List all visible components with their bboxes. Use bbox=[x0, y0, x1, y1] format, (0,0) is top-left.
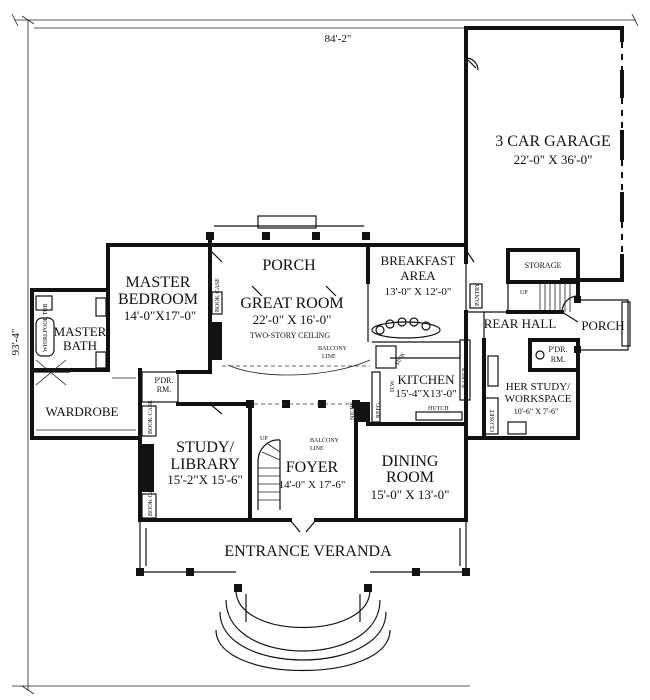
book-case-mid-label: BOOK CASE bbox=[148, 400, 154, 434]
dw-label: D.W. bbox=[390, 379, 396, 392]
entrance-veranda: ENTRANCE VERANDA bbox=[136, 520, 470, 671]
rear-stair: UP bbox=[520, 282, 571, 312]
pdr-right-2: RM. bbox=[551, 355, 565, 364]
master-bath-name-1: MASTER bbox=[54, 324, 107, 339]
study-name-1: STUDY/ bbox=[176, 439, 234, 456]
master-bedroom-name-1: MASTER bbox=[126, 274, 191, 291]
wardrobe: WARDROBE bbox=[30, 368, 142, 440]
great-room: BOOK CASE GREAT ROOM 22'-0" X 16'-0" TWO… bbox=[208, 278, 371, 376]
closet-label: CLOSET bbox=[490, 409, 496, 432]
dining-name-2: ROOM bbox=[386, 469, 434, 486]
veranda-name: ENTRANCE VERANDA bbox=[224, 543, 392, 560]
her-study-name-1: HER STUDY/ bbox=[506, 381, 571, 393]
foyer-size: 14'-0" X 17'-6" bbox=[279, 479, 346, 491]
closet: CLOSET bbox=[483, 397, 527, 435]
foyer-name: FOYER bbox=[286, 459, 339, 476]
garage: 3 CAR GARAGE 22'-0" X 36'-0" bbox=[464, 26, 625, 282]
overall-width-dimension: 84'-2" bbox=[11, 13, 639, 46]
rear-hall: REAR HALL bbox=[484, 280, 580, 331]
master-bath-name-2: BATH bbox=[63, 338, 97, 353]
back-porch: PORCH bbox=[206, 215, 370, 284]
breakfast-size: 13'-0" X 12'-0" bbox=[385, 286, 452, 298]
wardrobe-name: WARDROBE bbox=[46, 404, 119, 419]
garage-size: 22'-0" X 36'-0" bbox=[514, 152, 593, 167]
pdr-left-1: P'DR. bbox=[154, 376, 173, 385]
rear-hall-name: REAR HALL bbox=[484, 316, 557, 331]
master-bedroom-name-2: BEDROOM bbox=[118, 291, 198, 308]
garage-doors bbox=[619, 42, 625, 254]
refg-label: REFG. bbox=[376, 401, 382, 418]
powder-room-right: P'DR. RM. bbox=[528, 338, 580, 372]
balcony-line-foyer-1: BALCONY bbox=[310, 438, 340, 444]
entrance-steps bbox=[215, 589, 391, 671]
overall-depth-dimension: 93'-4" bbox=[10, 15, 622, 695]
pantry-label: PANTRY bbox=[475, 282, 481, 306]
range-label: RANGE bbox=[462, 367, 468, 388]
balcony-line-foyer-2: LINE bbox=[310, 446, 324, 452]
kitchen-size: 15'-4"X13'-0" bbox=[395, 388, 456, 400]
breakfast-area: BREAKFAST AREA 13'-0" X 12'-0" bbox=[366, 243, 508, 339]
great-room-note: TWO-STORY CEILING bbox=[250, 331, 330, 340]
dining-name-1: DINING bbox=[382, 453, 439, 470]
powder-room-left: P'DR. RM. bbox=[141, 371, 179, 403]
master-bedroom: MASTER BEDROOM 14'-0"X17'-0" bbox=[106, 243, 223, 372]
pdr-left-2: RM. bbox=[157, 385, 171, 394]
interior-walls bbox=[176, 282, 580, 440]
study-library: BOOK CASE BOOK CASE STUDY/ LIBRARY 15'-2… bbox=[138, 400, 252, 522]
side-porch: PORCH bbox=[574, 296, 631, 353]
study-size: 15'-2"X 15'-6" bbox=[167, 472, 243, 487]
whirlpool-tub-label: WHIRLPOOL TUB bbox=[43, 304, 49, 353]
storage-area: STORAGE UP PANTRY bbox=[469, 248, 580, 312]
main-stair-up-label: UP bbox=[260, 436, 268, 442]
book-case-bottom-label: BOOK CASE bbox=[148, 482, 154, 516]
rear-stair-up-label: UP bbox=[520, 290, 528, 296]
back-porch-name: PORCH bbox=[262, 257, 316, 274]
her-study-size: 10'-6" X 7'-6" bbox=[514, 407, 559, 416]
great-room-size: 22'-0" X 16'-0" bbox=[253, 312, 332, 327]
garage-name: 3 CAR GARAGE bbox=[495, 133, 611, 150]
hutch-label: HUTCH bbox=[428, 406, 449, 412]
dining-room: DINING ROOM 15'-0" X 13'-0" bbox=[354, 402, 468, 522]
niche-label: NICHE bbox=[350, 401, 356, 420]
book-case-top-label: BOOK CASE bbox=[215, 278, 221, 312]
main-stair: UP bbox=[257, 436, 281, 510]
great-room-name: GREAT ROOM bbox=[240, 295, 343, 312]
foyer: UP BALCONY LINE FOYER 14'-0" X 17'-6" bbox=[246, 400, 360, 533]
kitchen: SINK D.W. REFG. RANGE HUTCH KITCHEN 15'-… bbox=[371, 310, 471, 423]
overall-width-label: 84'-2" bbox=[325, 33, 352, 45]
overall-depth-label: 93'-4" bbox=[10, 329, 22, 356]
side-porch-name: PORCH bbox=[581, 318, 624, 333]
dining-size: 15'-0" X 13'-0" bbox=[371, 487, 450, 502]
her-study-name-2: WORKSPACE bbox=[505, 393, 572, 405]
storage-name: STORAGE bbox=[525, 261, 562, 270]
balcony-line-2: LINE bbox=[322, 354, 336, 360]
study-name-2: LIBRARY bbox=[170, 456, 240, 473]
kitchen-name: KITCHEN bbox=[397, 372, 455, 387]
master-bath: WHIRLPOOL TUB MASTER BATH bbox=[30, 288, 110, 386]
pdr-right-1: P'DR. bbox=[548, 345, 567, 354]
her-study: HER STUDY/ WORKSPACE 10'-6" X 7'-6" bbox=[482, 338, 580, 440]
breakfast-name-1: BREAKFAST bbox=[381, 253, 456, 268]
balcony-line-1: BALCONY bbox=[318, 346, 348, 352]
niche: NICHE bbox=[350, 401, 368, 422]
breakfast-name-2: AREA bbox=[400, 268, 436, 283]
master-bedroom-size: 14'-0"X17'-0" bbox=[124, 308, 196, 323]
